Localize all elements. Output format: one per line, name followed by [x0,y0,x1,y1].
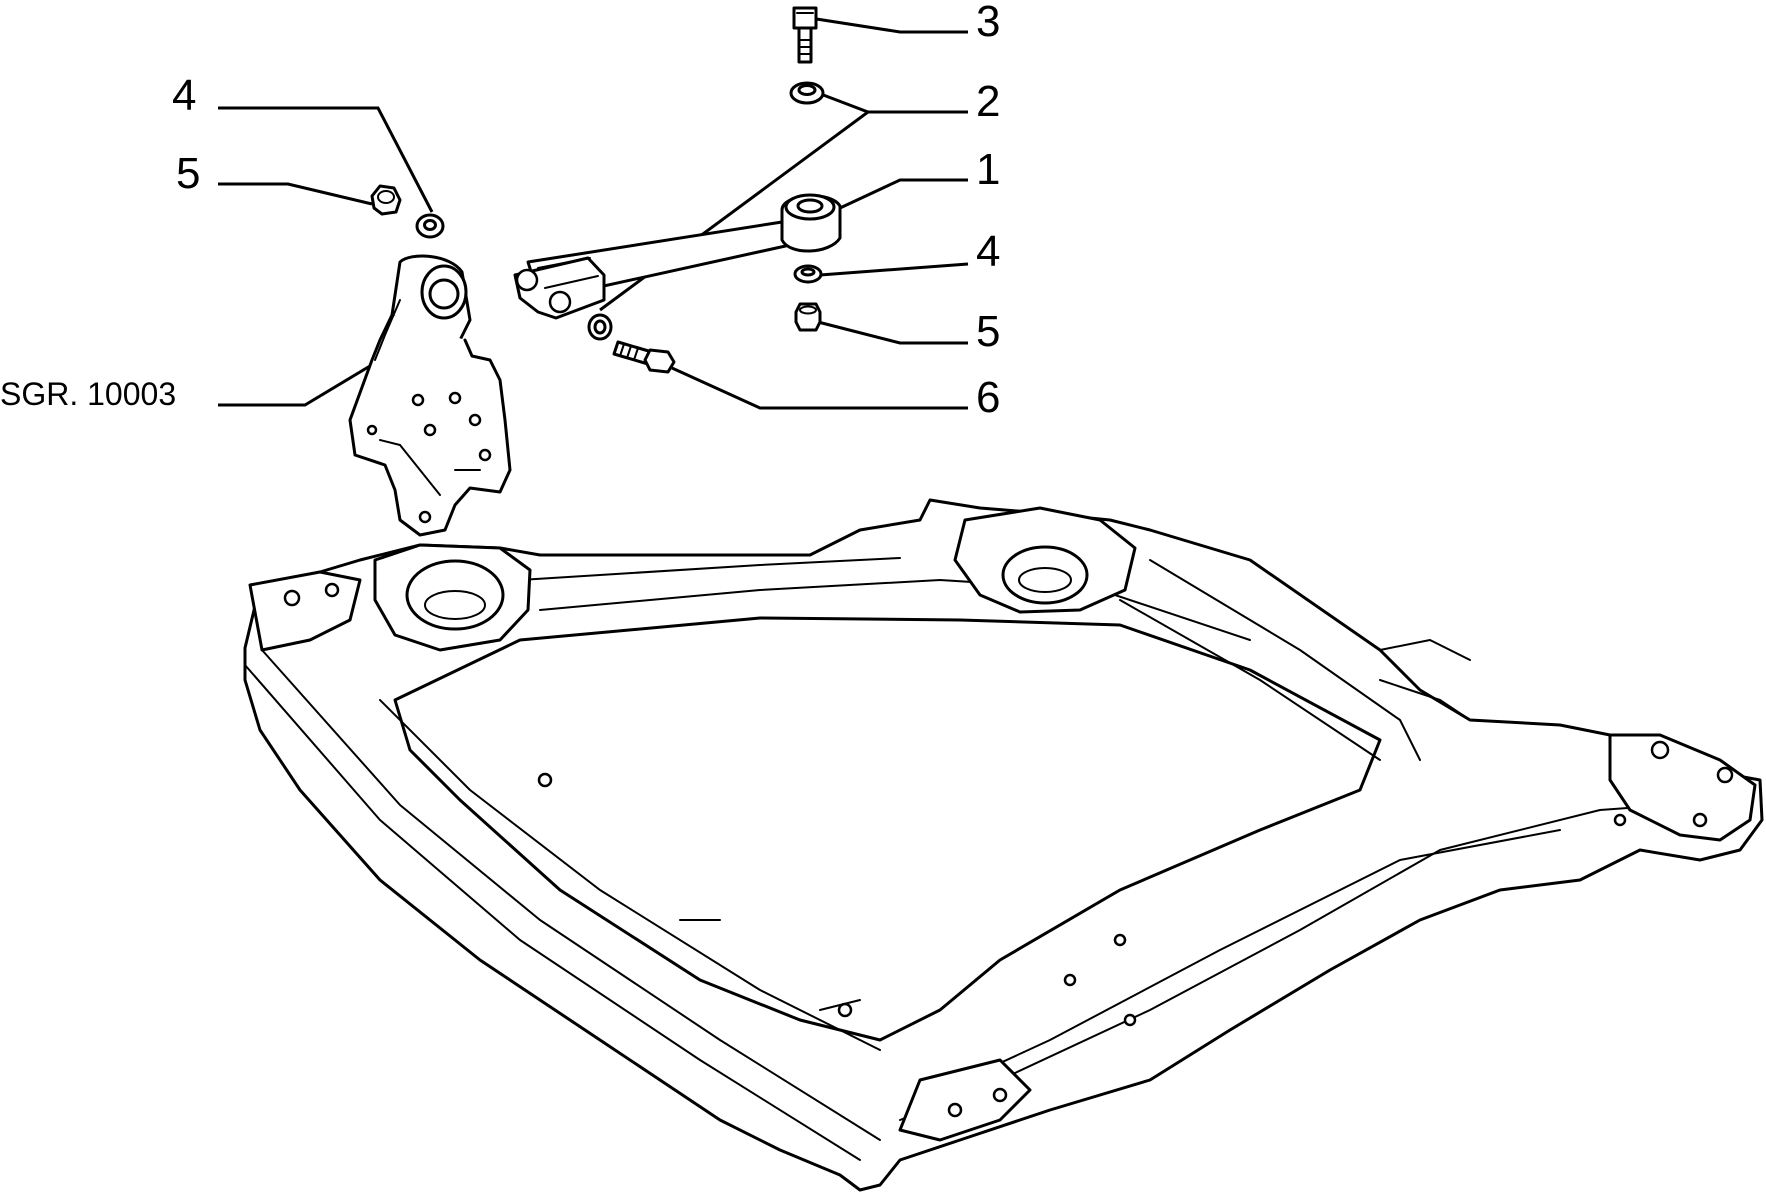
torque-rod-part-1 [513,193,842,320]
leader-lines [218,16,969,410]
bolt-part-3 [792,6,818,64]
subframe [243,498,1764,1192]
callout-5-right: 5 [976,307,1000,356]
washer-part-4-left [415,213,445,239]
leader-4r [819,262,969,277]
callout-6: 6 [976,373,1000,422]
callout-numbers: 3 2 1 4 5 6 4 5 SGR. 10003 [0,0,1000,422]
callout-4-left: 4 [172,71,196,120]
nut-part-5-left [370,184,402,216]
callout-2: 2 [976,77,1000,126]
leader-2 [817,91,968,114]
leader-6 [671,366,968,410]
leader-3 [809,16,968,34]
nut-part-5-right [794,302,822,332]
washer-part-4-right [793,264,823,284]
washer-part-2-bottom [587,313,613,341]
callout-4-right: 4 [976,227,1000,276]
callout-1: 1 [976,145,1000,194]
reference-label-sgr: SGR. 10003 [0,376,176,412]
leader-sgr [218,358,381,407]
leader-5r [817,320,968,345]
callout-5-left: 5 [176,149,200,198]
bolt-part-6 [612,340,676,374]
leader-4l [218,106,434,213]
callout-3: 3 [976,0,1000,46]
washer-part-2-top [789,81,825,105]
leader-1 [839,178,968,210]
engine-mount-bracket [348,254,512,537]
leader-5l [218,182,373,206]
